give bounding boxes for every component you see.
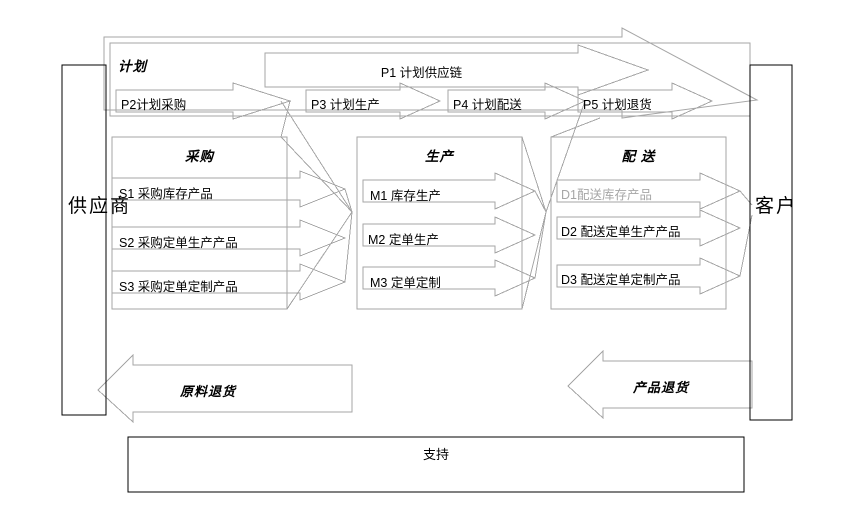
- arrow-return-product: [567, 349, 753, 420]
- connector-source-make: [280, 136, 353, 310]
- connector-plan-sections: [280, 100, 601, 213]
- arrow-D2: [556, 209, 742, 247]
- arrow-label-S3: S3 采购定单定制产品: [119, 280, 238, 294]
- arrow-label-S1: S1 采购库存产品: [119, 187, 213, 201]
- arrow-label-P4: P4 计划配送: [453, 98, 522, 112]
- section-label-deliver: 配 送: [621, 149, 656, 164]
- arrow-M1: [362, 172, 537, 210]
- deliver-container: [550, 136, 727, 310]
- arrow-return-material: [97, 353, 353, 424]
- arrow-label-P3: P3 计划生产: [311, 98, 380, 112]
- arrow-label-S2: S2 采购定单生产产品: [119, 236, 238, 250]
- arrow-P3: [305, 82, 442, 120]
- make-container: [356, 136, 523, 310]
- return-label-material: 原料退货: [180, 384, 237, 399]
- arrow-S3: [111, 263, 347, 301]
- arrow-P5: [577, 82, 714, 120]
- arrow-label-P2: P2计划采购: [121, 98, 187, 112]
- arrow-label-M1: M1 库存生产: [370, 189, 441, 203]
- connector-make-deliver: [521, 136, 547, 310]
- arrow-label-P5: P5 计划退货: [583, 98, 652, 112]
- section-label-source: 采购: [185, 149, 214, 164]
- outer-feedback-arrow: [103, 27, 759, 119]
- arrow-S1: [111, 170, 347, 208]
- return-label-product: 产品退货: [633, 380, 690, 395]
- arrow-P2: [115, 82, 292, 120]
- arrow-P1: [264, 44, 650, 96]
- endpoint-label-supplier: 供应商: [68, 196, 132, 217]
- arrow-label-D3: D3 配送定单定制产品: [561, 273, 681, 287]
- endpoint-label-customer: 客户: [755, 196, 798, 217]
- arrow-M2: [362, 216, 537, 254]
- source-container: [111, 136, 288, 310]
- arrow-S2: [111, 219, 347, 257]
- customer-box: [749, 64, 793, 421]
- arrow-label-P1: P1 计划供应链: [380, 66, 463, 80]
- arrow-label-D1: D1配送库存产品: [561, 188, 652, 202]
- section-label-plan: 计划: [118, 59, 147, 74]
- support-box: [127, 436, 745, 493]
- section-label-make: 生产: [425, 149, 454, 164]
- arrow-P4: [447, 82, 587, 120]
- supplier-box: [61, 64, 107, 416]
- arrow-label-D2: D2 配送定单生产产品: [561, 225, 681, 239]
- arrow-label-M2: M2 定单生产: [368, 233, 439, 247]
- support-label: 支持: [422, 447, 449, 462]
- arrow-M3: [362, 259, 537, 297]
- arrow-D3: [556, 257, 742, 295]
- arrow-D1: [556, 172, 742, 210]
- arrow-label-M3: M3 定单定制: [370, 276, 441, 290]
